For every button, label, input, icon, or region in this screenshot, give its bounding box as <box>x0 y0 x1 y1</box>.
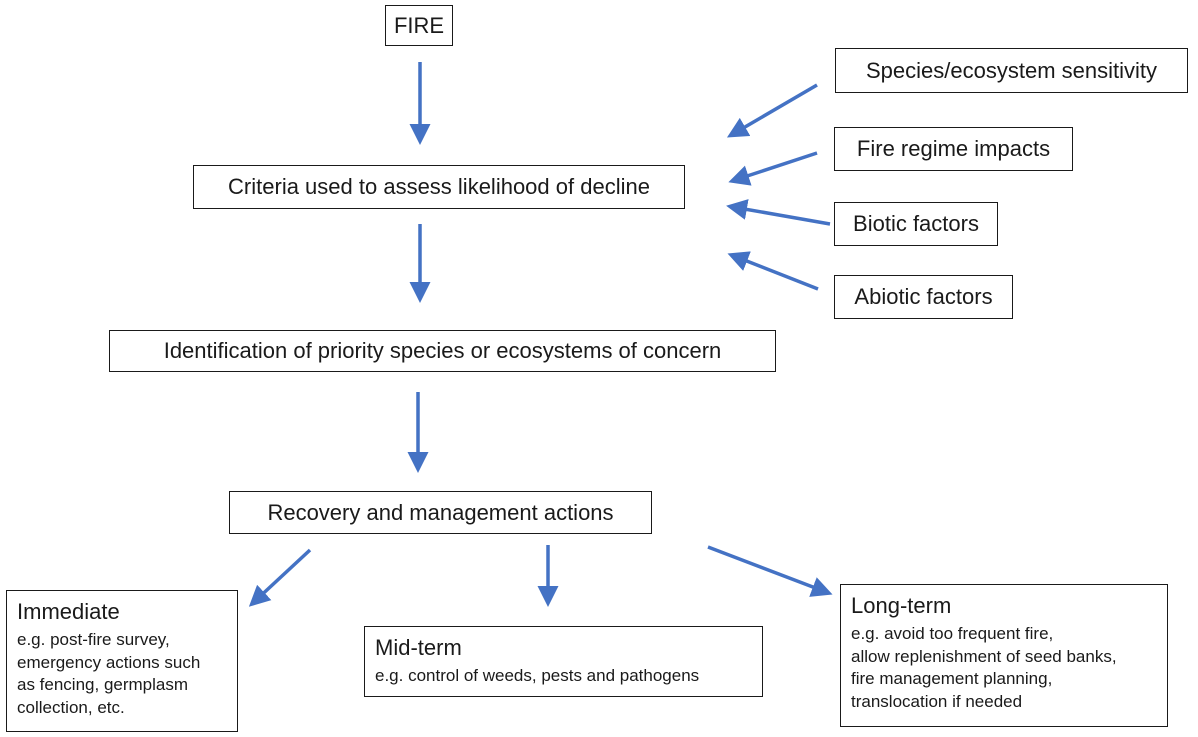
recovery-box: Recovery and management actions <box>229 491 652 534</box>
species-sensitivity-box: Species/ecosystem sensitivity <box>835 48 1188 93</box>
biotic-factors-label: Biotic factors <box>853 211 979 236</box>
longterm-title: Long-term <box>851 593 952 618</box>
criteria-label: Criteria used to assess likelihood of de… <box>228 174 650 199</box>
fire-label: FIRE <box>393 12 445 38</box>
immediate-title: Immediate <box>17 599 120 624</box>
longterm-line: allow replenishment of seed banks, <box>851 646 1117 666</box>
fire-box: FIRE <box>385 5 453 46</box>
arrow-recovery-to-immediate <box>248 548 312 607</box>
longterm-line: fire management planning, <box>851 669 1053 688</box>
fire-regime-label: Fire regime impacts <box>856 136 1051 161</box>
midterm-box: Mid-term e.g. control of weeds, pests an… <box>364 626 763 697</box>
immediate-line: e.g. post-fire survey, <box>17 630 170 649</box>
biotic-factors-box: Biotic factors <box>834 202 998 246</box>
longterm-line: translocation if needed <box>851 691 1023 711</box>
immediate-line: emergency actions such <box>17 652 201 672</box>
immediate-line: as fencing, germplasm <box>17 675 189 694</box>
arrow-biotic-to-criteria <box>726 199 831 226</box>
midterm-title: Mid-term <box>375 635 462 660</box>
arrow-fire-regime-to-criteria <box>728 151 818 186</box>
arrow-recovery-to-longterm <box>707 545 833 597</box>
species-sensitivity-label: Species/ecosystem sensitivity <box>866 57 1157 83</box>
identification-box: Identification of priority species or ec… <box>109 330 776 372</box>
longterm-box: Long-term e.g. avoid too frequent fire, … <box>840 584 1168 727</box>
recovery-label: Recovery and management actions <box>267 499 614 525</box>
fire-regime-box: Fire regime impacts <box>834 127 1073 171</box>
midterm-line: e.g. control of weeds, pests and pathoge… <box>375 666 700 685</box>
longterm-line: e.g. avoid too frequent fire, <box>851 624 1054 643</box>
immediate-box: Immediate e.g. post-fire survey, emergen… <box>6 590 238 732</box>
criteria-box: Criteria used to assess likelihood of de… <box>193 165 685 209</box>
arrow-species-sensitivity-to-criteria <box>726 83 818 138</box>
abiotic-factors-box: Abiotic factors <box>834 275 1013 319</box>
arrow-abiotic-to-criteria <box>727 251 819 291</box>
immediate-line: collection, etc. <box>17 697 125 717</box>
abiotic-factors-label: Abiotic factors <box>854 284 993 309</box>
identification-label: Identification of priority species or ec… <box>163 338 722 363</box>
